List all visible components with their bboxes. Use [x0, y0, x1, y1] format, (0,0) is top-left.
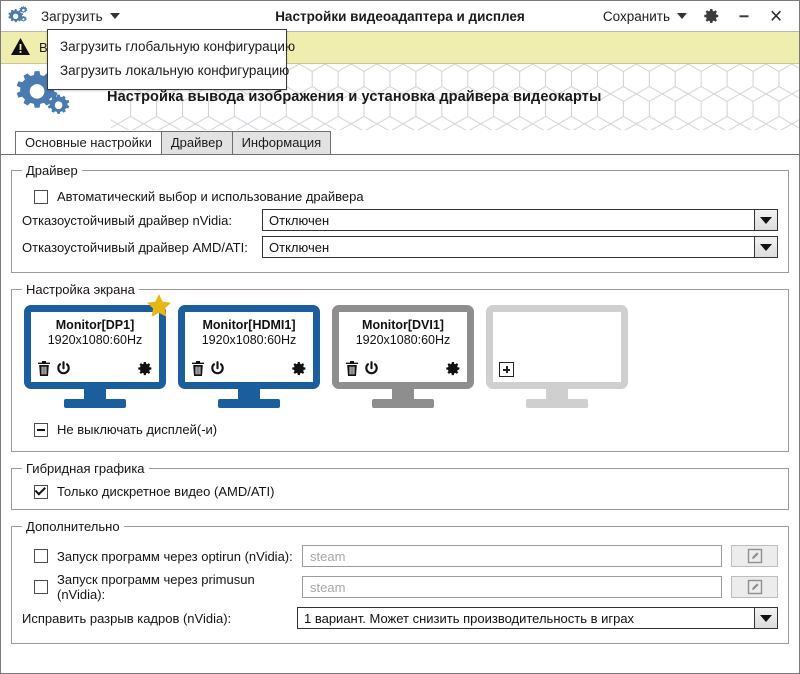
chevron-down-icon[interactable]: [754, 607, 778, 629]
nvidia-fallback-row: Отказоустойчивый драйвер nVidia: Отключе…: [22, 209, 778, 231]
load-menu-label: Загрузить: [41, 8, 103, 24]
tab-label: Информация: [241, 135, 322, 150]
driver-group-legend: Драйвер: [26, 163, 78, 178]
tearing-value: 1 вариант. Может снизить производительно…: [297, 607, 754, 629]
chevron-down-icon: [109, 13, 120, 19]
tab-driver[interactable]: Драйвер: [160, 131, 233, 154]
tab-content-main-settings: Драйвер Автоматический выбор и использов…: [1, 154, 799, 673]
amd-fallback-label: Отказоустойчивый драйвер AMD/ATI:: [22, 239, 248, 255]
optirun-input[interactable]: steam: [302, 545, 722, 567]
save-menu-button[interactable]: Сохранить: [595, 6, 695, 27]
power-icon[interactable]: [364, 361, 379, 379]
primusrun-edit-button[interactable]: [731, 576, 778, 598]
discrete-only-label: Только дискретное видео (AMD/ATI): [57, 484, 275, 499]
close-button[interactable]: [761, 3, 791, 29]
nvidia-fallback-label: Отказоустойчивый драйвер nVidia:: [22, 212, 232, 228]
plus-icon[interactable]: [499, 362, 514, 377]
monitor-name: Monitor[HDMI1]: [202, 318, 296, 332]
auto-driver-row[interactable]: Автоматический выбор и использование дра…: [34, 189, 778, 204]
gear-icon[interactable]: [292, 361, 307, 379]
tab-label: Драйвер: [170, 135, 223, 150]
menu-item-load-global[interactable]: Загрузить глобальную конфигурацию: [60, 39, 296, 54]
gear-icon[interactable]: [446, 361, 461, 379]
discrete-only-checkbox[interactable]: [34, 484, 48, 499]
hybrid-graphics-legend: Гибридная графика: [26, 461, 145, 476]
monitor-actions: [191, 361, 307, 379]
tab-main-settings[interactable]: Основные настройки: [15, 131, 162, 154]
tab-bar: Основные настройки Драйвер Информация: [1, 130, 799, 154]
monitor-name: Monitor[DP1]: [55, 318, 135, 332]
monitor-list: Monitor[DP1] 1920x1080:60Hz Monitor[HD: [22, 294, 778, 412]
amd-fallback-row: Отказоустойчивый драйвер AMD/ATI: Отключ…: [22, 236, 778, 258]
menu-item-load-local[interactable]: Загрузить локальную конфигурацию: [60, 63, 290, 78]
nvidia-fallback-combobox[interactable]: Отключен: [262, 209, 778, 231]
optirun-edit-button[interactable]: [731, 545, 778, 567]
amd-fallback-value: Отключен: [262, 236, 754, 258]
chevron-down-icon[interactable]: [754, 236, 778, 258]
monitor-mode: 1920x1080:60Hz: [47, 333, 143, 347]
save-menu-label: Сохранить: [602, 8, 670, 24]
tearing-row: Исправить разрыв кадров (nVidia): 1 вари…: [22, 607, 778, 629]
keep-display-on-label: Не выключать дисплей(-и): [57, 422, 218, 437]
chevron-down-icon: [677, 13, 687, 19]
warning-text: В: [39, 40, 48, 55]
hybrid-graphics-group: Гибридная графика Только дискретное виде…: [11, 461, 789, 510]
app-icon: [1, 6, 35, 26]
tearing-combobox[interactable]: 1 вариант. Может снизить производительно…: [297, 607, 778, 629]
optirun-row: Запуск программ через optirun (nVidia): …: [22, 545, 778, 567]
title-bar: Загрузить Настройки видеоадаптера и дисп…: [1, 1, 799, 32]
keep-display-on-checkbox[interactable]: [34, 422, 48, 437]
primusrun-row: Запуск программ через primusun (nVidia):…: [22, 572, 778, 602]
optirun-checkbox[interactable]: [34, 549, 48, 563]
monitor-actions: [37, 361, 153, 379]
primary-star-icon: [146, 294, 172, 322]
extra-group-legend: Дополнительно: [26, 519, 120, 534]
gear-icon[interactable]: [138, 361, 153, 379]
nvidia-fallback-value: Отключен: [262, 209, 754, 231]
screen-group: Настройка экрана Monitor[DP1] 1920x1080:…: [11, 282, 789, 452]
power-icon[interactable]: [56, 361, 71, 379]
load-menu-button[interactable]: Загрузить: [35, 6, 128, 27]
primusrun-input[interactable]: steam: [302, 576, 722, 598]
extra-group: Дополнительно Запуск программ через opti…: [11, 519, 789, 644]
monitor-name: Monitor[DVI1]: [362, 318, 444, 332]
monitor-screen: Monitor[HDMI1] 1920x1080:60Hz: [178, 305, 320, 389]
trash-icon[interactable]: [37, 361, 51, 379]
tearing-label: Исправить разрыв кадров (nVidia):: [22, 610, 232, 626]
driver-group: Драйвер Автоматический выбор и использов…: [11, 163, 789, 273]
discrete-only-row[interactable]: Только дискретное видео (AMD/ATI): [34, 484, 778, 499]
monitor-mode: 1920x1080:60Hz: [201, 333, 297, 347]
monitor-screen: Monitor[DP1] 1920x1080:60Hz: [24, 305, 166, 389]
monitor-card-hdmi1[interactable]: Monitor[HDMI1] 1920x1080:60Hz: [178, 305, 320, 408]
auto-driver-checkbox[interactable]: [34, 189, 48, 204]
optirun-label: Запуск программ через optirun (nVidia):: [57, 548, 293, 564]
primusrun-label: Запуск программ через primusun (nVidia):: [57, 572, 255, 602]
load-dropdown-menu: Загрузить глобальную конфигурацию Загруз…: [47, 29, 296, 90]
auto-driver-label: Автоматический выбор и использование дра…: [57, 189, 364, 204]
warning-triangle-icon: [10, 37, 31, 59]
trash-icon[interactable]: [191, 361, 205, 379]
tab-information[interactable]: Информация: [231, 131, 332, 154]
monitor-screen: [486, 305, 628, 389]
chevron-down-icon[interactable]: [754, 209, 778, 231]
screen-group-legend: Настройка экрана: [26, 282, 135, 297]
monitor-actions: [345, 361, 461, 379]
header-title: Настройка вывода изображения и установка…: [107, 89, 602, 105]
trash-icon[interactable]: [345, 361, 359, 379]
monitor-card-dp1[interactable]: Monitor[DP1] 1920x1080:60Hz: [24, 294, 171, 408]
keep-display-on-row[interactable]: Не выключать дисплей(-и): [34, 422, 778, 437]
settings-gear-button[interactable]: [697, 3, 727, 29]
tab-label: Основные настройки: [25, 135, 152, 150]
monitor-screen: Monitor[DVI1] 1920x1080:60Hz: [332, 305, 474, 389]
amd-fallback-combobox[interactable]: Отключен: [262, 236, 778, 258]
monitor-card-add[interactable]: [486, 305, 628, 408]
monitor-card-dvi1[interactable]: Monitor[DVI1] 1920x1080:60Hz: [332, 305, 474, 408]
monitor-mode: 1920x1080:60Hz: [355, 333, 451, 347]
primusrun-checkbox[interactable]: [34, 580, 48, 594]
minimize-button[interactable]: [729, 3, 759, 29]
power-icon[interactable]: [210, 361, 225, 379]
